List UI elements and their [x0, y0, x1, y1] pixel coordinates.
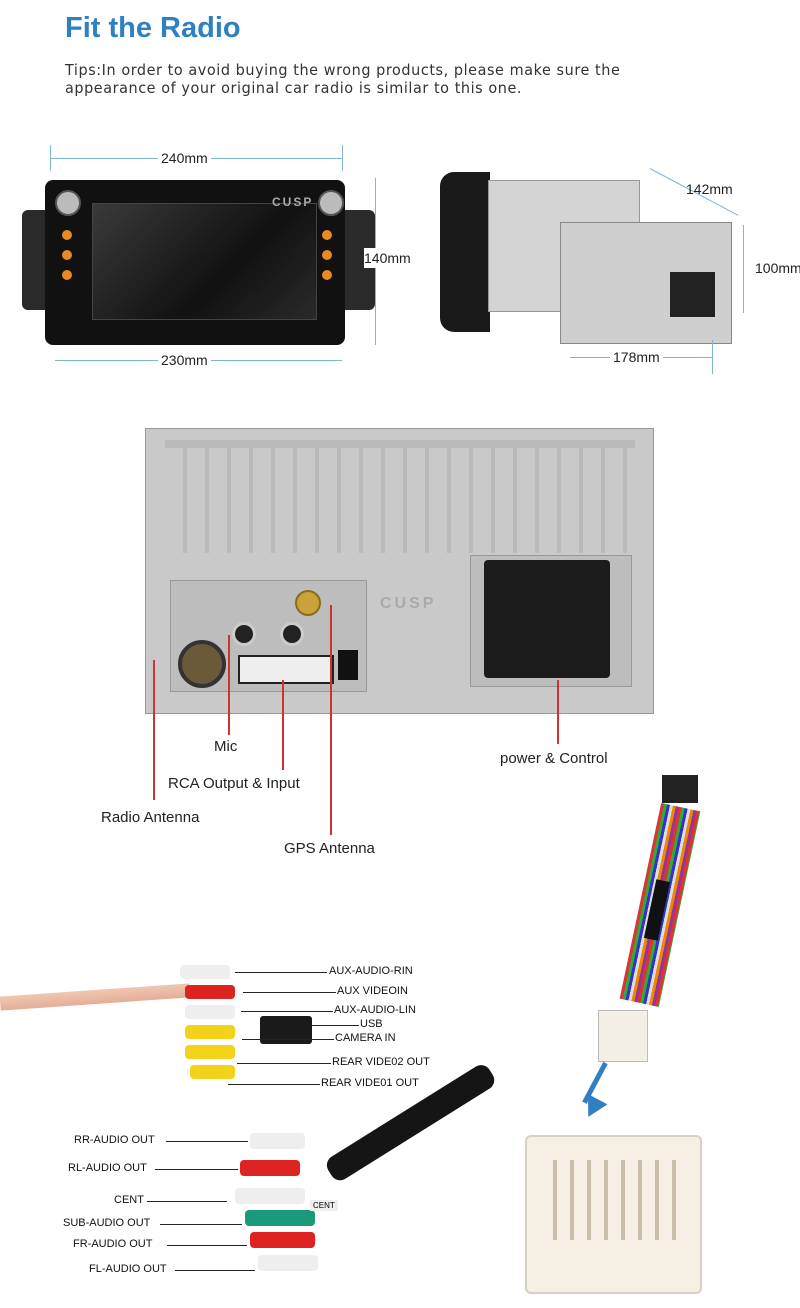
- leader-line: [243, 992, 336, 993]
- radio-antenna-label: Radio Antenna: [101, 809, 200, 826]
- pointer-line: [153, 660, 155, 800]
- page-title: Fit the Radio: [65, 12, 241, 44]
- rca-plug-green: [245, 1210, 315, 1226]
- button: [322, 230, 332, 240]
- gps-antenna-label: GPS Antenna: [284, 840, 375, 857]
- dimension-tick: [342, 145, 343, 171]
- button: [62, 270, 72, 280]
- rca-plug-yellow: [185, 1025, 235, 1039]
- cable-label: USB: [360, 1018, 383, 1030]
- rca-plug-white: [235, 1188, 305, 1204]
- cable-label: AUX-AUDIO-LIN: [334, 1004, 416, 1016]
- depth-top-label: 142mm: [686, 181, 733, 197]
- dimension-line: [743, 225, 744, 313]
- cable-bundle: [0, 983, 191, 1011]
- tips-text: Tips:In order to avoid buying the wrong …: [65, 61, 621, 97]
- button: [62, 230, 72, 240]
- cable-label: AUX VIDEOIN: [337, 985, 408, 997]
- leader-line: [160, 1224, 242, 1225]
- leader-line: [147, 1201, 227, 1202]
- radio-side-bezel: [440, 172, 490, 332]
- rca-connectors: [238, 655, 334, 684]
- radio-screen: [92, 203, 317, 320]
- button: [322, 270, 332, 280]
- dimension-tick: [50, 145, 51, 171]
- power-control-label: power & Control: [500, 750, 608, 767]
- leader-line: [235, 972, 327, 973]
- pointer-line: [330, 605, 332, 835]
- watermark: CUSP: [380, 595, 437, 612]
- pointer-line: [228, 635, 230, 735]
- audio-label: CENT: [114, 1194, 144, 1206]
- rca-plug-red: [185, 985, 235, 999]
- cable-label: CAMERA IN: [335, 1032, 396, 1044]
- volume-knob: [55, 190, 81, 216]
- cent-tag: CENT: [310, 1200, 338, 1211]
- depth-label: 178mm: [610, 349, 663, 365]
- vent-pattern: [165, 440, 635, 553]
- side-height-label: 100mm: [755, 260, 800, 276]
- audio-label: SUB-AUDIO OUT: [63, 1217, 151, 1229]
- rca-plug-white: [258, 1255, 318, 1271]
- rca-plug-white: [250, 1133, 305, 1149]
- pointer-line: [557, 680, 559, 744]
- leader-line: [155, 1169, 238, 1170]
- power-connector: [670, 272, 715, 317]
- width-bottom-label: 230mm: [158, 352, 211, 368]
- rca-plug-white: [180, 965, 230, 979]
- rca-plug-yellow: [190, 1065, 235, 1079]
- leader-line: [167, 1245, 247, 1246]
- leader-line: [241, 1011, 333, 1012]
- harness-plug: [662, 775, 698, 803]
- audio-port: [280, 622, 304, 646]
- leader-line: [242, 1039, 334, 1040]
- rca-label: RCA Output & Input: [168, 775, 300, 792]
- leader-line: [237, 1063, 331, 1064]
- mic-port: [232, 622, 256, 646]
- connector-pins: [545, 1160, 680, 1240]
- pointer-line: [282, 680, 284, 770]
- audio-label: RR-AUDIO OUT: [74, 1134, 155, 1146]
- audio-label: FR-AUDIO OUT: [73, 1238, 153, 1250]
- mic-label: Mic: [214, 738, 238, 755]
- audio-label: RL-AUDIO OUT: [68, 1162, 147, 1174]
- button: [62, 250, 72, 260]
- tune-knob: [318, 190, 344, 216]
- radio-antenna-port: [178, 640, 226, 688]
- watermark: CUSP: [272, 195, 314, 209]
- leader-line: [175, 1270, 255, 1271]
- button: [322, 250, 332, 260]
- width-top-label: 240mm: [158, 150, 211, 166]
- leader-line: [228, 1084, 320, 1085]
- height-label: 140mm: [364, 248, 411, 268]
- usb-port: [338, 650, 358, 680]
- harness-connector: [598, 1010, 648, 1062]
- dimension-tick: [712, 340, 713, 374]
- gps-antenna-port: [295, 590, 321, 616]
- rca-plug-red: [240, 1160, 300, 1176]
- cable-label: AUX-AUDIO-RIN: [329, 965, 413, 977]
- rca-plug-yellow: [185, 1045, 235, 1059]
- leader-line: [312, 1025, 359, 1026]
- power-control-connector: [484, 560, 610, 678]
- cable-label: REAR VIDE01 OUT: [321, 1077, 419, 1089]
- leader-line: [166, 1141, 248, 1142]
- rca-plug-red: [250, 1232, 315, 1248]
- audio-label: FL-AUDIO OUT: [89, 1263, 167, 1275]
- rca-plug-white: [185, 1005, 235, 1019]
- cable-label: REAR VIDE02 OUT: [332, 1056, 430, 1068]
